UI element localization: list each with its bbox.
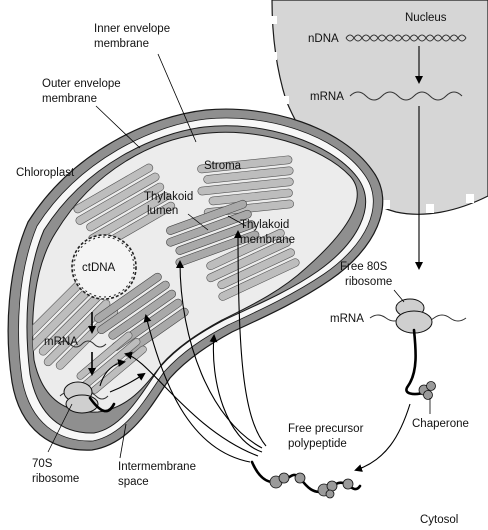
intermembrane-label-line2: space (118, 476, 149, 488)
ct-protein-arrow-2 (109, 372, 146, 393)
nucleus-mrna-label: mRNA (310, 91, 344, 103)
import-arrow-5 (234, 230, 267, 447)
nuclear-pore (466, 194, 474, 203)
ribosome-70s-label-line1: 70S (32, 458, 53, 470)
leader-70s-ribosome (47, 403, 73, 453)
granum (73, 163, 176, 250)
ndna-helix (345, 34, 467, 42)
thylakoid-membrane-label-line2: membrane (240, 234, 295, 246)
outer-envelope-label-line2: membrane (42, 93, 97, 105)
free-precursor-label-line1: Free precursor (288, 423, 364, 435)
free-80s-ribosome (369, 298, 467, 396)
nucleus-label: Nucleus (405, 12, 447, 24)
release-arrow (354, 403, 411, 472)
precursor-polypeptide (250, 460, 362, 499)
ctdna-loop (71, 234, 137, 300)
nuclear-pore (268, 52, 277, 60)
thylakoid-lumen-label-line2: lumen (147, 205, 178, 217)
leader-thylakoid-lumen (187, 213, 209, 231)
ctdna-label: ctDNA (82, 262, 116, 274)
ndna-label: nDNA (308, 33, 339, 45)
free-80s-label-line2: ribosome (345, 276, 392, 288)
granum (197, 155, 294, 217)
chloroplast-mrna (57, 340, 107, 348)
ribosome-70s (59, 381, 116, 414)
import-arrow-1 (176, 260, 263, 449)
thylakoid-lumen-label-line1: Thylakoid (144, 191, 193, 203)
granum (32, 278, 119, 370)
import-arrow-2 (209, 334, 263, 453)
cytosol-label: Cytosol (420, 514, 458, 526)
chaperone-label: Chaperone (412, 418, 469, 430)
free-80s-label-line1: Free 80S (340, 261, 388, 273)
nuclear-pore (268, 16, 277, 24)
leader-thylakoid-membrane (227, 215, 247, 227)
inner-envelope-label-line1: Inner envelope (94, 23, 170, 35)
chloroplast-label: Chloroplast (16, 167, 75, 179)
nuclear-pore (426, 204, 434, 213)
leader-outer-envelope (95, 105, 141, 149)
stroma-label: Stroma (204, 160, 242, 172)
intermembrane-label-line1: Intermembrane (118, 461, 196, 473)
leader-intermembrane (119, 423, 127, 459)
leader-inner-envelope (157, 53, 197, 143)
chloroplast-mrna-label: mRNA (44, 336, 78, 348)
nuclear-pore (280, 96, 289, 104)
ct-protein-arrow-1 (99, 359, 126, 387)
inner-envelope-label-line2: membrane (94, 38, 149, 50)
thylakoid-membrane-label-line1: Thylakoid (240, 219, 289, 231)
free-precursor-label-line2: polypeptide (288, 438, 347, 450)
nuclear-mrna (349, 91, 463, 101)
chaperone-cluster (418, 381, 436, 400)
chloroplast (7, 108, 384, 451)
nuclear-pore (382, 200, 390, 209)
outer-envelope-label-line1: Outer envelope (42, 78, 121, 90)
leader-free-80s (393, 289, 405, 303)
import-arrow-4 (143, 314, 251, 463)
cytosol-mrna-label: mRNA (330, 313, 364, 325)
ribosome-70s-label-line2: ribosome (32, 473, 79, 485)
import-arrow-3 (124, 351, 259, 457)
